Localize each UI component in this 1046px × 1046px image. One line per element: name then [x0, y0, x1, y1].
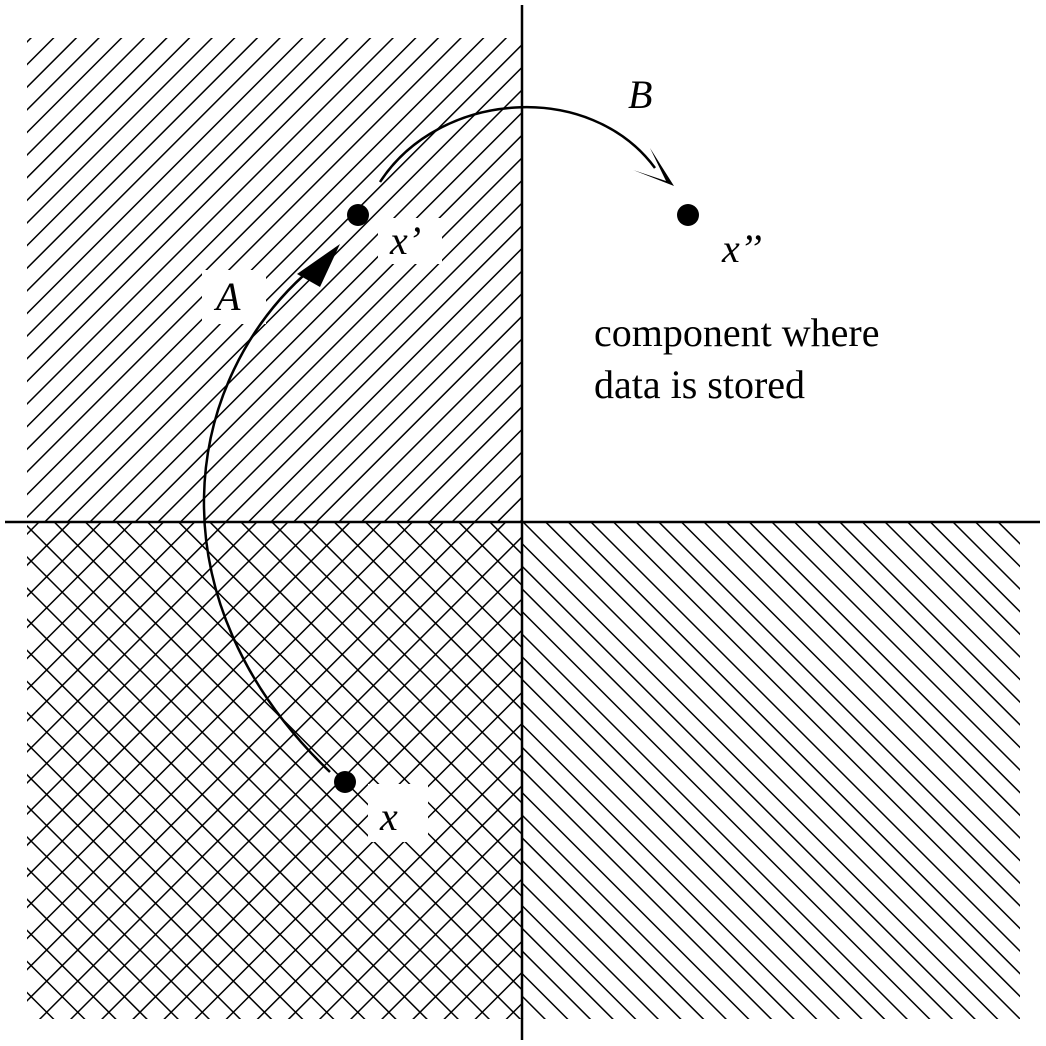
label-x-double-prime: x’’ — [721, 226, 762, 271]
region-bottom-right — [523, 522, 1020, 1019]
label-x: x — [379, 794, 398, 839]
label-bg-x-prime — [378, 218, 442, 264]
point-x-double-prime — [677, 204, 699, 226]
arrow-a-head — [297, 244, 340, 287]
label-arrow-a: A — [213, 274, 241, 319]
region-top-left — [27, 38, 523, 522]
label-bg-a — [202, 270, 266, 324]
label-x-prime: x’ — [389, 218, 421, 263]
label-bg-x — [368, 784, 428, 842]
region-bottom-left — [27, 522, 523, 1019]
arrow-a-path — [202, 267, 331, 773]
arrow-b-head — [633, 148, 674, 186]
point-x — [334, 771, 356, 793]
point-x-prime — [347, 204, 369, 226]
caption-line-1: component where — [594, 310, 879, 355]
caption-line-2: data is stored — [594, 362, 805, 407]
arrow-b-path — [378, 106, 657, 183]
label-arrow-b: B — [628, 72, 652, 117]
